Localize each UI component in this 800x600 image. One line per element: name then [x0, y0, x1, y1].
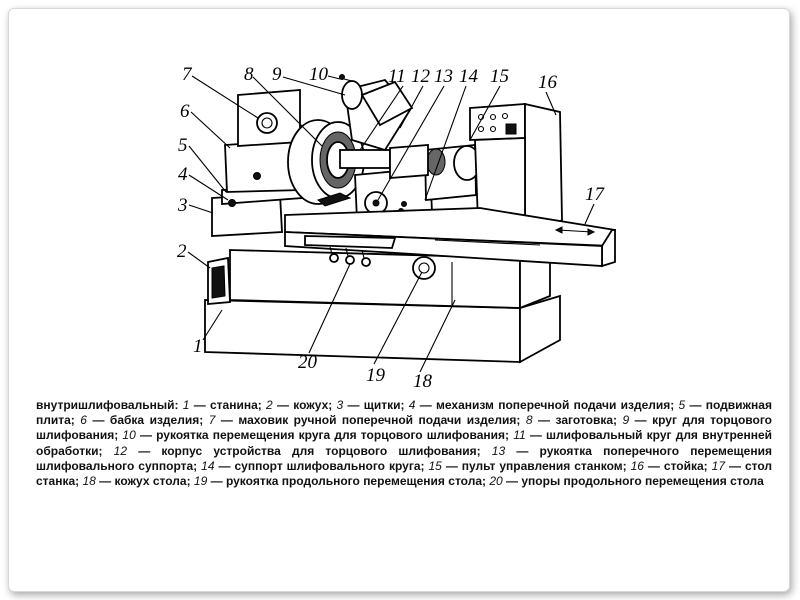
caption-text: — бабка изделия; — [86, 413, 209, 428]
column — [524, 102, 563, 234]
caption-number: 20 — [489, 474, 503, 489]
caption-text: — щитки; — [343, 398, 409, 412]
callout-16: 16 — [538, 72, 558, 93]
caption-text: — упоры продольного перемещения стола — [502, 474, 764, 489]
callout-20: 20 — [298, 352, 318, 373]
caption-number: 1 — [182, 398, 190, 412]
caption-number: 9 — [622, 413, 630, 428]
caption-text: — рукоятка перемещения круга для торцово… — [135, 428, 514, 443]
caption-text: — рукоятка продольного перемещения стола… — [207, 474, 490, 489]
caption-text: — рукоятка поперечного перемещения шлифо… — [36, 443, 772, 473]
caption-number: 13 — [491, 443, 506, 458]
callout-13: 13 — [434, 66, 453, 87]
handwheel — [256, 112, 278, 134]
workpiece — [287, 119, 391, 207]
caption-text: — механизм поперечной подачи изделия; — [415, 398, 679, 412]
caption-text: — суппорт шлифовального круга; — [214, 458, 429, 473]
caption-text: — стойка; — [643, 458, 712, 473]
caption-number: 12 — [113, 443, 127, 458]
callout-12: 12 — [411, 66, 431, 87]
caption-number: 14 — [201, 458, 215, 473]
cross-feed-mechanism — [228, 199, 236, 207]
caption-number: 17 — [711, 458, 726, 473]
caption-text: — корпус устройства для торцового шлифов… — [127, 443, 492, 458]
callout-18: 18 — [413, 371, 433, 392]
caption-number: 8 — [525, 413, 533, 428]
callout-3: 3 — [177, 195, 188, 216]
caption-number: 7 — [208, 413, 216, 428]
callout-1: 1 — [193, 336, 203, 357]
caption-number: 16 — [630, 458, 644, 473]
callout-5: 5 — [178, 135, 188, 156]
caption-number: 6 — [80, 413, 87, 428]
machine-base — [204, 248, 561, 364]
table-stops — [329, 246, 371, 267]
callout-8: 8 — [244, 64, 254, 85]
callout-7: 7 — [182, 64, 193, 85]
caption-text: — кожух; — [272, 398, 337, 412]
table-guard — [304, 235, 397, 249]
caption-text: — круг для торцового шлифования; — [36, 413, 772, 443]
control-panel — [469, 103, 526, 141]
callout-19: 19 — [366, 365, 386, 386]
caption-text: — кожух стола; — [95, 474, 194, 489]
callout-11: 11 — [388, 66, 406, 87]
caption-text: — стол станка; — [36, 458, 773, 489]
caption-number: 11 — [513, 428, 526, 443]
callout-15: 15 — [490, 66, 509, 87]
callout-4: 4 — [178, 164, 188, 185]
caption-text: — заготовка; — [532, 413, 623, 428]
caption-number: 5 — [678, 398, 686, 412]
caption-text: — подвижная плита; — [36, 398, 772, 428]
caption-text: внутришлифовальный: — [36, 398, 183, 412]
caption-number: 18 — [82, 474, 96, 489]
callout-17: 17 — [585, 184, 606, 205]
guard-opening — [211, 265, 226, 299]
caption-number: 15 — [428, 458, 442, 473]
caption-text: — станина; — [189, 398, 267, 412]
callout-9: 9 — [272, 64, 282, 85]
caption-text: — маховик ручной поперечной подачи издел… — [215, 413, 526, 428]
caption-text: — шлифовальный круг для внутренней обраб… — [36, 428, 772, 458]
caption-number: 10 — [122, 428, 136, 443]
callout-14: 14 — [459, 66, 479, 87]
caption-number: 4 — [408, 398, 416, 412]
table-traverse-handwheel — [412, 256, 436, 280]
leader-lines — [187, 75, 595, 373]
grinding-head — [354, 144, 481, 221]
caption-number: 19 — [193, 474, 208, 489]
caption-text: — пульт управления станком; — [441, 458, 631, 473]
caption-number: 2 — [266, 398, 273, 412]
callout-2: 2 — [177, 241, 187, 262]
callout-6: 6 — [180, 101, 190, 122]
end-grinding-device — [339, 74, 414, 152]
caption-number: 3 — [336, 398, 344, 412]
callout-10: 10 — [309, 64, 329, 85]
figure-caption: внутришлифовальный: 1 — станина; 2 — кож… — [36, 398, 772, 489]
